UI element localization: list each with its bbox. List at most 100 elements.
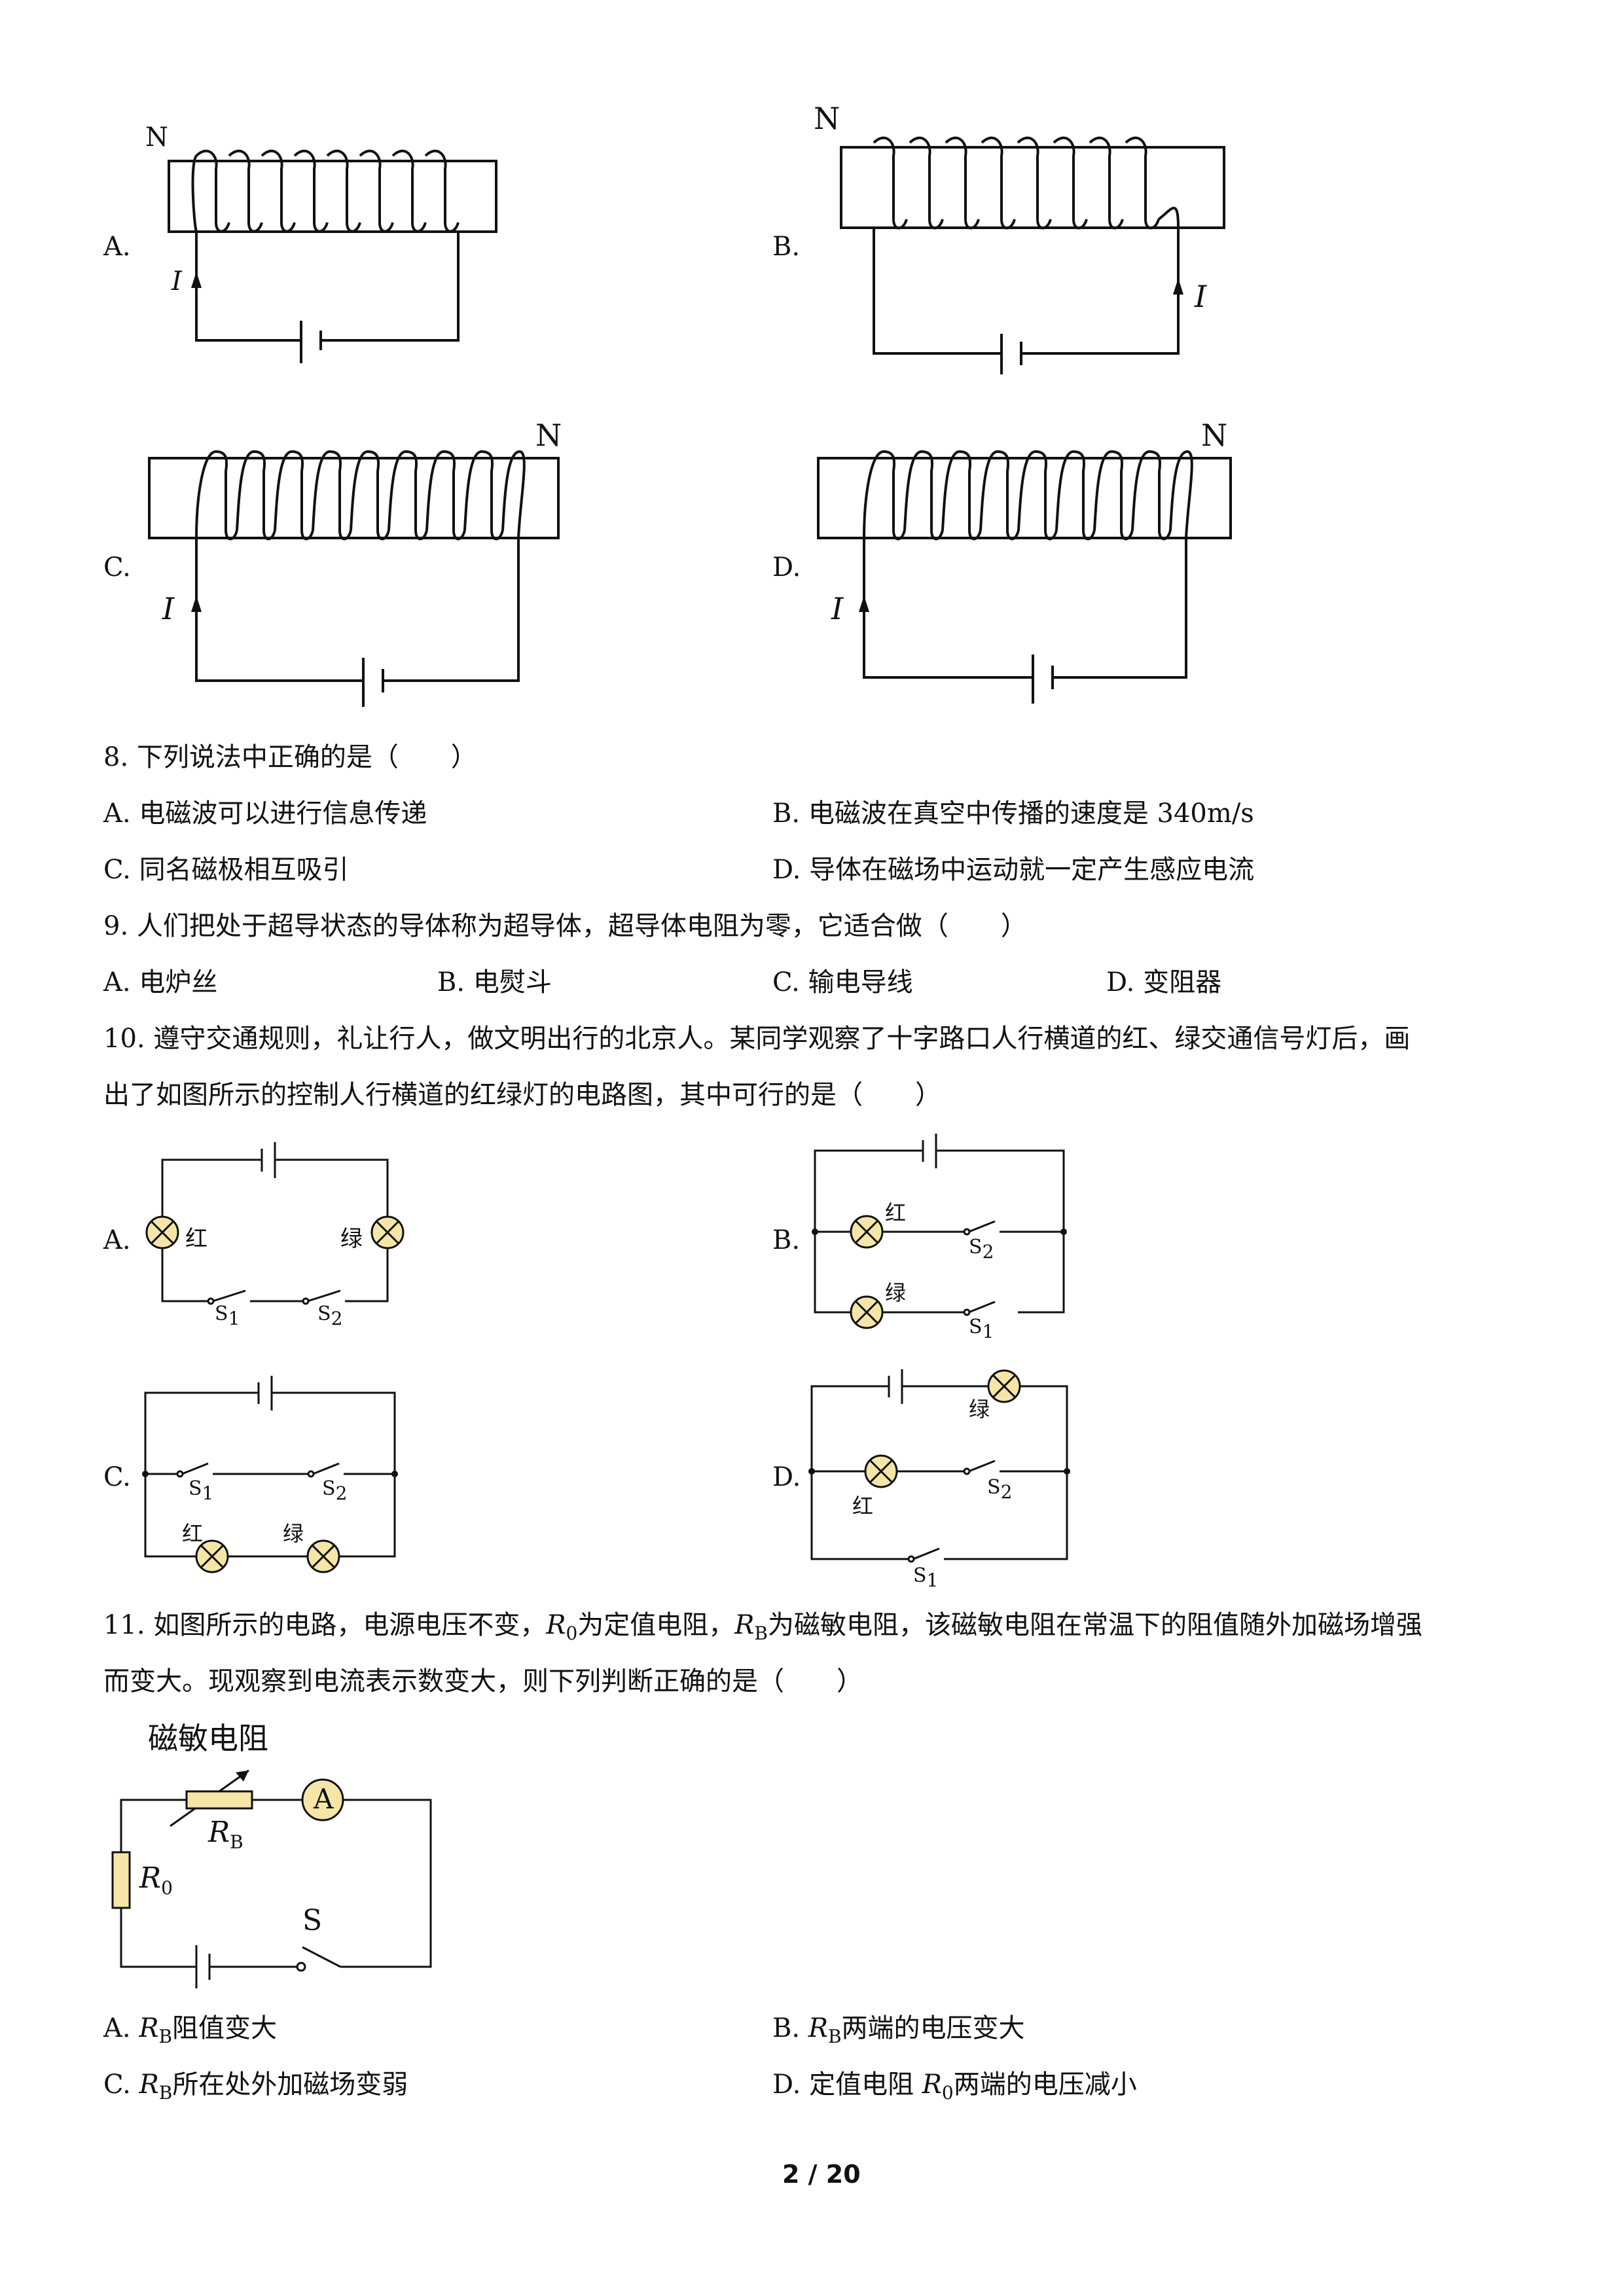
- q11-rb-symbol: R: [734, 1610, 755, 1640]
- q9-option-a[interactable]: A. 电炉丝: [103, 967, 218, 997]
- q11-r0-subscript: 0: [566, 1623, 578, 1644]
- q8-option-a[interactable]: A. 电磁波可以进行信息传递: [103, 798, 427, 829]
- q11-a-prefix: A.: [103, 2013, 139, 2043]
- q10-a-switch2-letter: S: [317, 1302, 331, 1325]
- q10-d-switch2-label: S2: [987, 1476, 1012, 1503]
- q10-a-switch2-label: S2: [317, 1302, 342, 1329]
- q11-stem-line1: 11. 如图所示的电路，电源电压不变，R0为定值电阻，RB为磁敏电阻，该磁敏电阻…: [103, 1609, 1422, 1650]
- q11-fig-r0-symbol: R: [139, 1861, 162, 1895]
- q10-d-switch1-label: S1: [913, 1564, 938, 1591]
- q10-a-red-label: 红: [185, 1226, 208, 1252]
- q10-d-switch1-letter: S: [913, 1564, 927, 1587]
- q9-option-c[interactable]: C. 输电导线: [772, 967, 913, 997]
- q8-option-c[interactable]: C. 同名磁极相互吸引: [103, 855, 349, 885]
- q11-d-text: 两端的电压减小: [953, 2070, 1137, 2100]
- q11-fig-r0-subscript: 0: [161, 1876, 173, 1899]
- q11-stem-part1: 11. 如图所示的电路，电源电压不变，: [103, 1610, 547, 1640]
- q9-stem: 9. 人们把处于超导状态的导体称为超导体，超导体电阻为零，它适合做（ ）: [103, 911, 1027, 941]
- q11-b-text: 两端的电压变大: [841, 2013, 1025, 2043]
- q10-stem-line1: 10. 遵守交通规则，礼让行人，做文明出行的北京人。某同学观察了十字路口人行横道…: [103, 1024, 1411, 1054]
- q11-option-a[interactable]: A. RB阻值变大: [103, 2012, 277, 2053]
- q10-c-switch2-index: 2: [335, 1482, 348, 1504]
- q10-a-switch1-index: 1: [228, 1308, 240, 1329]
- q10-a-switch2-index: 2: [331, 1308, 343, 1329]
- q10-b-switch1-label: S1: [969, 1316, 994, 1342]
- q10-b-switch2-label: S2: [969, 1236, 994, 1263]
- q11-ammeter-label: A: [314, 1783, 334, 1815]
- q8-option-b[interactable]: B. 电磁波在真空中传播的速度是 340m/s: [772, 798, 1254, 829]
- q10-d-switch1-index: 1: [926, 1570, 939, 1591]
- q11-rb-subscript: B: [754, 1623, 768, 1644]
- q10-option-a-label: A.: [103, 1225, 131, 1255]
- q11-figure-title: 磁敏电阻: [148, 1721, 268, 1756]
- q11-b-prefix: B.: [772, 2013, 808, 2043]
- q11-rb-label: RB: [208, 1816, 244, 1859]
- q11-ammeter: [301, 1778, 344, 1821]
- q7-b-pole-label: N: [814, 101, 840, 136]
- q7-b-current-label: I: [1195, 279, 1207, 314]
- q11-option-c[interactable]: C. RB所在处外加磁场变弱: [103, 2068, 408, 2109]
- q11-a-r-symbol: R: [139, 2013, 159, 2043]
- q11-d-subscript: 0: [941, 2082, 954, 2104]
- q7-d-pole-label: N: [1201, 418, 1228, 453]
- q10-c-switch1-index: 1: [202, 1482, 214, 1504]
- q10-b-switch2-index: 2: [982, 1241, 994, 1263]
- q7-option-a-label: A.: [103, 232, 131, 262]
- q10-c-green-label: 绿: [283, 1521, 304, 1546]
- q10-a-switch1-label: S1: [215, 1302, 240, 1329]
- q7-option-b-label: B.: [772, 232, 801, 262]
- q10-c-switch1-label: S1: [189, 1477, 213, 1504]
- q10-b-switch1-index: 1: [982, 1321, 994, 1342]
- q10-option-d-label: D.: [772, 1462, 801, 1492]
- q8-option-d[interactable]: D. 导体在磁场中运动就一定产生感应电流: [772, 855, 1255, 885]
- q11-d-r-symbol: R: [922, 2070, 942, 2100]
- q11-stem-line2: 而变大。现观察到电流表示数变大，则下列判断正确的是（ ）: [103, 1666, 863, 1696]
- q9-option-b[interactable]: B. 电熨斗: [437, 967, 552, 997]
- q11-c-r-symbol: R: [139, 2070, 159, 2100]
- q7-c-pole-label: N: [535, 418, 562, 453]
- q11-a-subscript: B: [158, 2026, 173, 2047]
- q11-switch-label: S: [302, 1904, 323, 1937]
- q11-r0-symbol: R: [546, 1610, 566, 1640]
- q10-c-switch1-letter: S: [189, 1477, 202, 1500]
- q11-b-subscript: B: [827, 2026, 842, 2047]
- q11-a-text: 阻值变大: [172, 2013, 278, 2043]
- q7-a-current-label: I: [171, 266, 182, 296]
- q11-b-r-symbol: R: [808, 2013, 828, 2043]
- q10-d-red-label: 红: [852, 1494, 874, 1518]
- q11-stem-part3: 为磁敏电阻，该磁敏电阻在常温下的阻值随外加磁场增强: [767, 1610, 1422, 1640]
- q10-c-switch2-label: S2: [322, 1477, 347, 1504]
- q11-stem-part2: 为定值电阻，: [577, 1610, 735, 1640]
- q11-d-prefix: D. 定值电阻: [772, 2070, 922, 2100]
- q10-option-c-label: C.: [103, 1462, 131, 1492]
- q10-d-green-label: 绿: [969, 1397, 990, 1422]
- q11-option-b[interactable]: B. RB两端的电压变大: [772, 2012, 1025, 2053]
- q7-option-c-label: C.: [103, 552, 131, 583]
- q10-c-red-label: 红: [182, 1521, 204, 1546]
- q10-d-switch2-letter: S: [987, 1476, 1001, 1499]
- q11-c-prefix: C.: [103, 2070, 139, 2100]
- q9-option-d[interactable]: D. 变阻器: [1106, 967, 1222, 997]
- q7-option-d-label: D.: [772, 552, 801, 583]
- q10-a-green-label: 绿: [340, 1226, 363, 1252]
- q10-d-switch2-index: 2: [1000, 1481, 1013, 1503]
- q7-d-current-label: I: [831, 591, 844, 626]
- page-number: 2 / 20: [782, 2160, 861, 2189]
- q11-c-text: 所在处外加磁场变弱: [172, 2070, 408, 2100]
- q10-b-green-label: 绿: [885, 1280, 907, 1305]
- q11-r0-resistor: [111, 1851, 131, 1909]
- q8-stem: 8. 下列说法中正确的是（ ）: [103, 742, 477, 772]
- q11-c-subscript: B: [158, 2082, 173, 2104]
- q10-stem-line2: 出了如图所示的控制人行横道的红绿灯的电路图，其中可行的是（ ）: [103, 1080, 941, 1110]
- q11-option-d[interactable]: D. 定值电阻 R0两端的电压减小: [772, 2068, 1137, 2109]
- q10-c-switch2-letter: S: [322, 1477, 336, 1500]
- q11-fig-rb-subscript: B: [230, 1831, 244, 1853]
- q10-a-switch1-letter: S: [215, 1302, 228, 1325]
